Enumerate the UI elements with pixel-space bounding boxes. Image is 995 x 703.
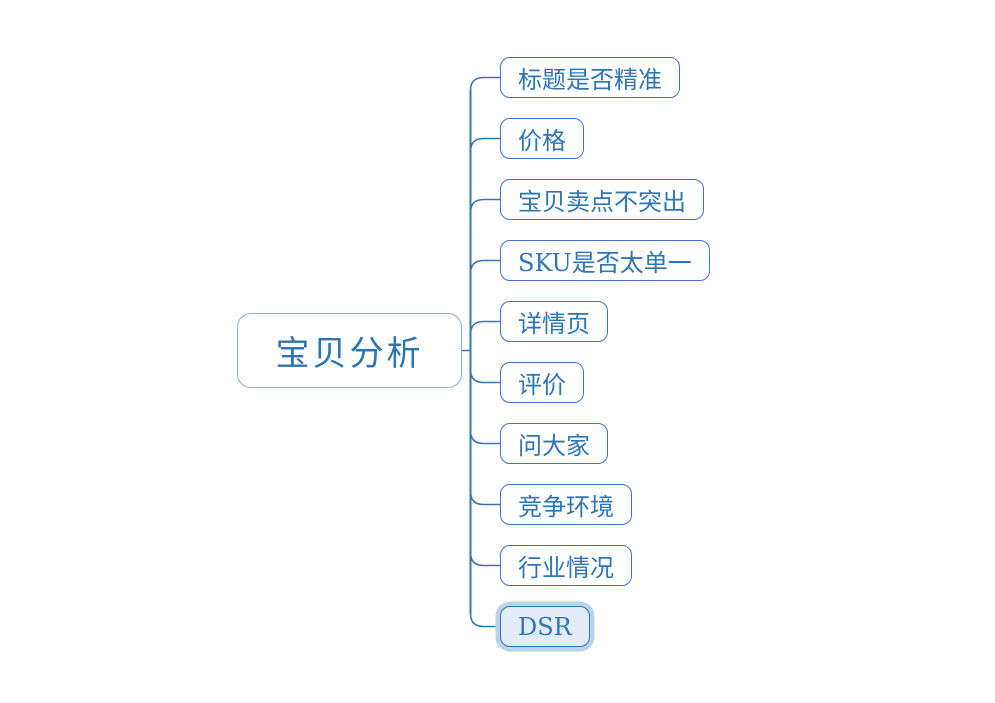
branch-line-6 — [469, 368, 502, 384]
child-node-2[interactable]: 价格 — [500, 118, 584, 159]
branch-line-2 — [469, 137, 502, 153]
child-node-6[interactable]: 评价 — [500, 362, 584, 403]
root-node[interactable]: 宝贝分析 — [237, 313, 462, 388]
child-node-10[interactable]: DSR — [500, 606, 590, 647]
branch-line-10 — [469, 612, 502, 628]
child-node-5[interactable]: 详情页 — [500, 301, 608, 342]
branch-line-7 — [469, 429, 502, 445]
child-node-8[interactable]: 竞争环境 — [500, 484, 632, 525]
child-node-3[interactable]: 宝贝卖点不突出 — [500, 179, 704, 220]
branch-line-5 — [469, 320, 502, 336]
branch-line-1 — [469, 76, 502, 92]
branch-line-9 — [469, 551, 502, 567]
branch-line-3 — [469, 198, 502, 214]
child-node-4[interactable]: SKU是否太单一 — [500, 240, 710, 281]
child-node-9[interactable]: 行业情况 — [500, 545, 632, 586]
branch-line-8 — [469, 490, 502, 506]
child-node-7[interactable]: 问大家 — [500, 423, 608, 464]
child-node-1[interactable]: 标题是否精准 — [500, 57, 680, 98]
branch-line-4 — [469, 259, 502, 275]
